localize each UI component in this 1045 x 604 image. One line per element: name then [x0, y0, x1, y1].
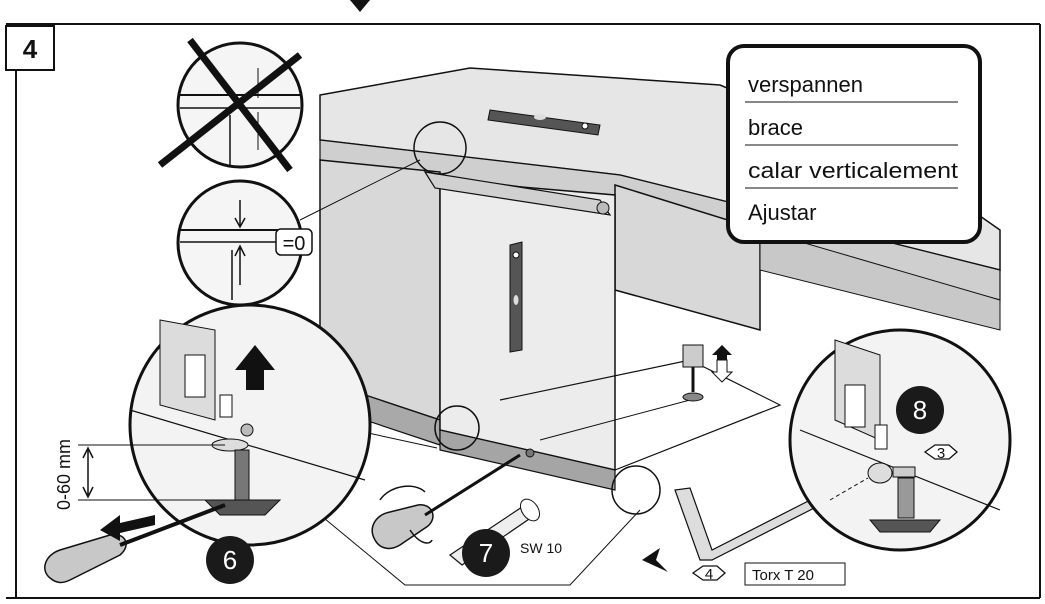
step-number-box: 4 — [5, 25, 55, 71]
detail-zero-gap: =0 — [176, 179, 313, 307]
arrow-right-icon — [100, 515, 155, 541]
wrench-size-label: SW 10 — [520, 540, 562, 556]
screwdriver-left — [44, 503, 226, 584]
zero-gap-label: =0 — [283, 233, 306, 255]
translation-fr: calar verticalement — [748, 158, 958, 183]
detail-wrong-gap — [157, 37, 304, 173]
translation-en: brace — [748, 115, 803, 140]
arrow-right-icon — [642, 548, 668, 572]
appliance-door — [423, 171, 616, 491]
diagram-frame — [6, 0, 1041, 599]
tool-label: Torx T 20 — [752, 567, 814, 584]
height-range-label: 0-60 mm — [54, 439, 74, 510]
screwdriver-center — [371, 453, 521, 550]
step-badge-left: 6 — [206, 536, 254, 584]
detail-screw-fix — [788, 328, 1012, 552]
part-ref-screw-label: 3 — [937, 445, 945, 462]
rotate-arrow-icon — [379, 485, 426, 501]
step-badge-right-label: 8 — [913, 395, 927, 425]
screw-icon — [867, 462, 893, 484]
floor-outline — [499, 359, 782, 471]
step-badge-left-label: 6 — [223, 545, 237, 575]
part-ref-bracket: 4 — [691, 565, 726, 583]
step-number: 4 — [23, 34, 38, 64]
translation-es: Ajustar — [748, 200, 816, 225]
spirit-level-vertical — [509, 241, 523, 353]
rear-foot — [682, 344, 734, 402]
torx-key: Torx T 20 — [642, 487, 846, 586]
right-cabinet — [614, 183, 1001, 331]
part-ref-bracket-label: 4 — [705, 566, 713, 583]
step-badge-center-label: 7 — [479, 538, 493, 568]
callout-lines — [289, 121, 661, 586]
step-badge-center: 7 — [462, 529, 510, 577]
spirit-level-horizontal — [487, 109, 601, 136]
translation-de: verspannen — [748, 72, 863, 97]
translation-box: verspannen brace calar verticalement Aju… — [726, 44, 982, 244]
part-ref-screw: 3 — [923, 444, 958, 462]
height-dimension: 0-60 mm — [54, 439, 225, 510]
arrow-down-icon — [710, 359, 734, 383]
arrow-up-icon — [235, 345, 275, 390]
arrow-down-icon — [350, 0, 370, 12]
step-badge-right: 8 — [896, 386, 944, 434]
detail-foot-adjust — [128, 303, 372, 547]
